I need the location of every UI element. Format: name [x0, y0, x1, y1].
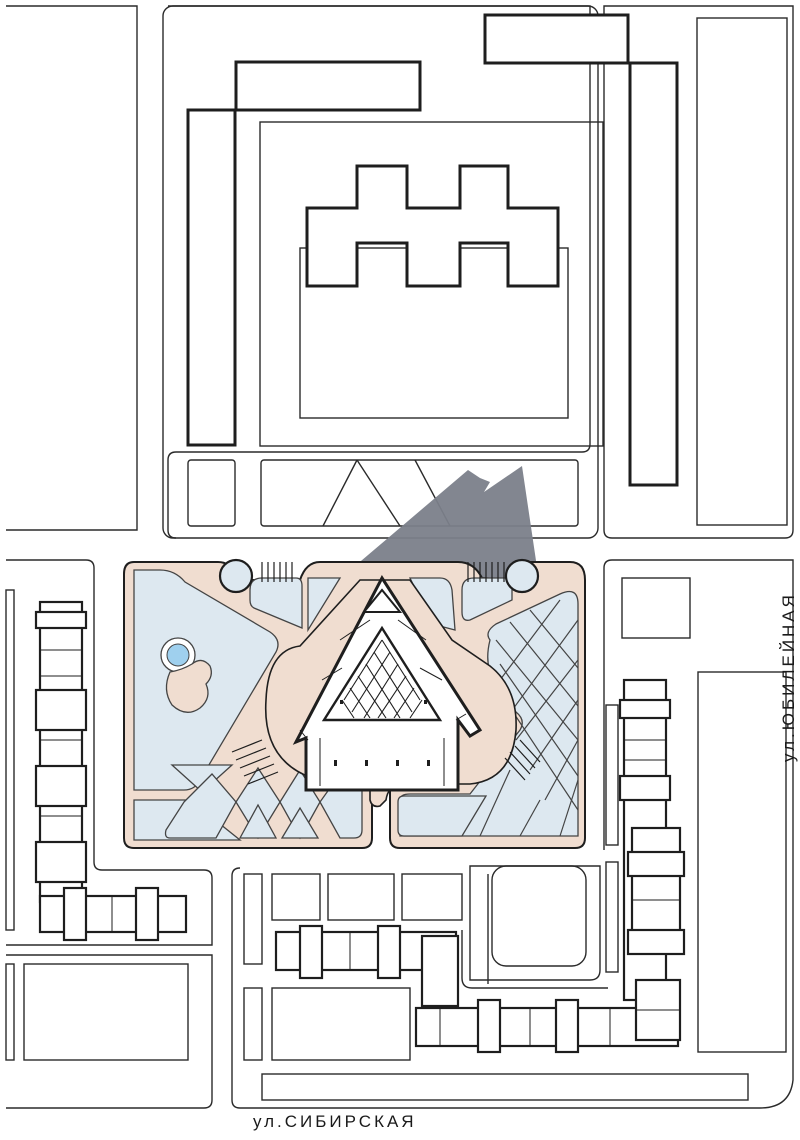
south-lot-c	[327, 873, 395, 921]
building-slab-east	[628, 61, 679, 487]
tower-columns	[334, 700, 430, 766]
east-slab-outline	[696, 17, 788, 526]
east-square	[621, 577, 691, 639]
southwest-lot	[23, 963, 189, 1061]
south-blocks	[231, 862, 794, 1109]
court-inner	[461, 874, 608, 989]
tower-top-notch	[361, 588, 403, 613]
west-block-inner	[5, 589, 15, 931]
south-lot-g	[261, 1073, 749, 1101]
stairs	[231, 562, 541, 785]
north-central-block-outline	[162, 5, 599, 539]
east-lot-b	[605, 861, 619, 973]
pond-terrace	[165, 659, 212, 713]
parking-diagonal-2	[356, 459, 401, 527]
court-connector	[469, 865, 601, 981]
building-slab-top	[234, 60, 422, 112]
south-lot-f	[271, 987, 411, 1061]
east-block	[603, 559, 794, 862]
east-residential-lines	[624, 739, 680, 1011]
west-residential	[34, 600, 188, 942]
west-block	[6, 559, 213, 946]
parking-diagonal-1	[322, 459, 358, 527]
pond-water	[166, 643, 190, 667]
north-buildings	[186, 13, 679, 487]
building-slab-west	[186, 108, 237, 447]
northwest-block	[6, 5, 138, 531]
west-lot-small	[5, 963, 15, 1061]
court-square	[491, 865, 587, 967]
street-label-south: ул.СИБИРСКАЯ	[253, 1112, 417, 1131]
building-slab-northeast	[483, 13, 630, 65]
west-blocks	[5, 559, 213, 1109]
rotunda-west	[218, 558, 254, 594]
northeast-block	[603, 5, 794, 539]
southeast-lawn	[397, 795, 488, 837]
south-block	[231, 862, 794, 1109]
south-lot-e	[243, 987, 263, 1061]
tower-atrium	[321, 625, 443, 722]
courtyard	[259, 121, 604, 447]
south-residential	[274, 924, 680, 1054]
north-lawn-panels	[249, 577, 513, 633]
east-slab	[697, 671, 787, 1053]
east-blocks	[603, 559, 794, 1053]
triangular-tower	[292, 575, 483, 792]
south-lot-b	[271, 873, 321, 921]
street-label-east: ул.ЮБИЛЕЙНАЯ	[779, 592, 798, 762]
southwest-block	[6, 954, 213, 1109]
south-lot-d	[401, 873, 463, 921]
rotunda-east	[504, 558, 540, 594]
south-residential-lines	[349, 932, 611, 1046]
east-lot-a	[605, 704, 619, 846]
building-castellated	[305, 164, 560, 288]
tower-interior-lines	[299, 619, 467, 786]
atrium-lattice	[341, 639, 423, 719]
south-lot-a	[243, 873, 263, 965]
east-residential	[618, 678, 686, 1042]
east-lawn-grid	[479, 599, 579, 837]
parking-lot-small	[187, 459, 236, 527]
west-residential-lines	[40, 649, 113, 932]
north-central-block	[167, 5, 591, 539]
